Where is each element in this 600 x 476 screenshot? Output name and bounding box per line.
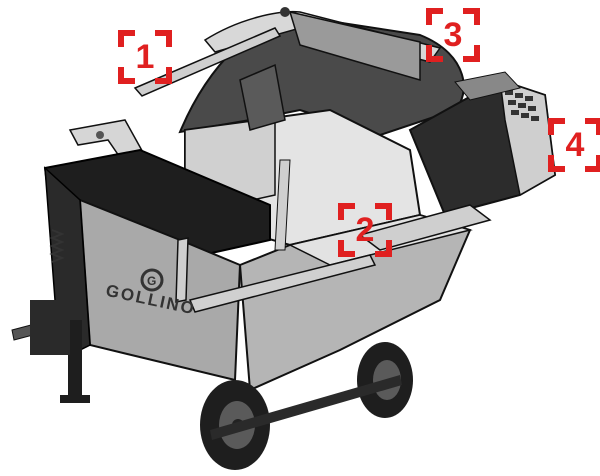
riving-arm bbox=[239, 63, 286, 131]
vertical-rod bbox=[274, 159, 291, 251]
motor-fan-grille bbox=[454, 71, 521, 101]
cross-bar bbox=[188, 254, 377, 313]
axle bbox=[210, 375, 402, 440]
motor-cover-face bbox=[499, 78, 556, 197]
brand-logo-letter: G bbox=[147, 274, 156, 288]
top-knob bbox=[280, 7, 290, 17]
front-foot bbox=[60, 395, 90, 403]
table-extension bbox=[358, 204, 492, 251]
motor-vent-grid bbox=[505, 90, 539, 121]
callout-2: 2 bbox=[338, 203, 392, 257]
callout-3-label: 3 bbox=[443, 16, 463, 54]
tow-bracket bbox=[30, 300, 70, 355]
callout-4-label: 4 bbox=[565, 126, 585, 164]
guard-top-rim bbox=[203, 10, 442, 63]
callout-3: 3 bbox=[426, 8, 480, 62]
callout-1-label: 1 bbox=[135, 38, 155, 76]
callout-4: 4 bbox=[548, 118, 600, 172]
brand-logo: G bbox=[140, 268, 164, 292]
guard-side-plate bbox=[288, 10, 421, 81]
spring-left bbox=[49, 229, 65, 263]
strut-left bbox=[175, 237, 189, 303]
callout-2-label: 2 bbox=[355, 211, 375, 249]
front-leg bbox=[68, 320, 82, 400]
callout-1: 1 bbox=[118, 30, 172, 84]
